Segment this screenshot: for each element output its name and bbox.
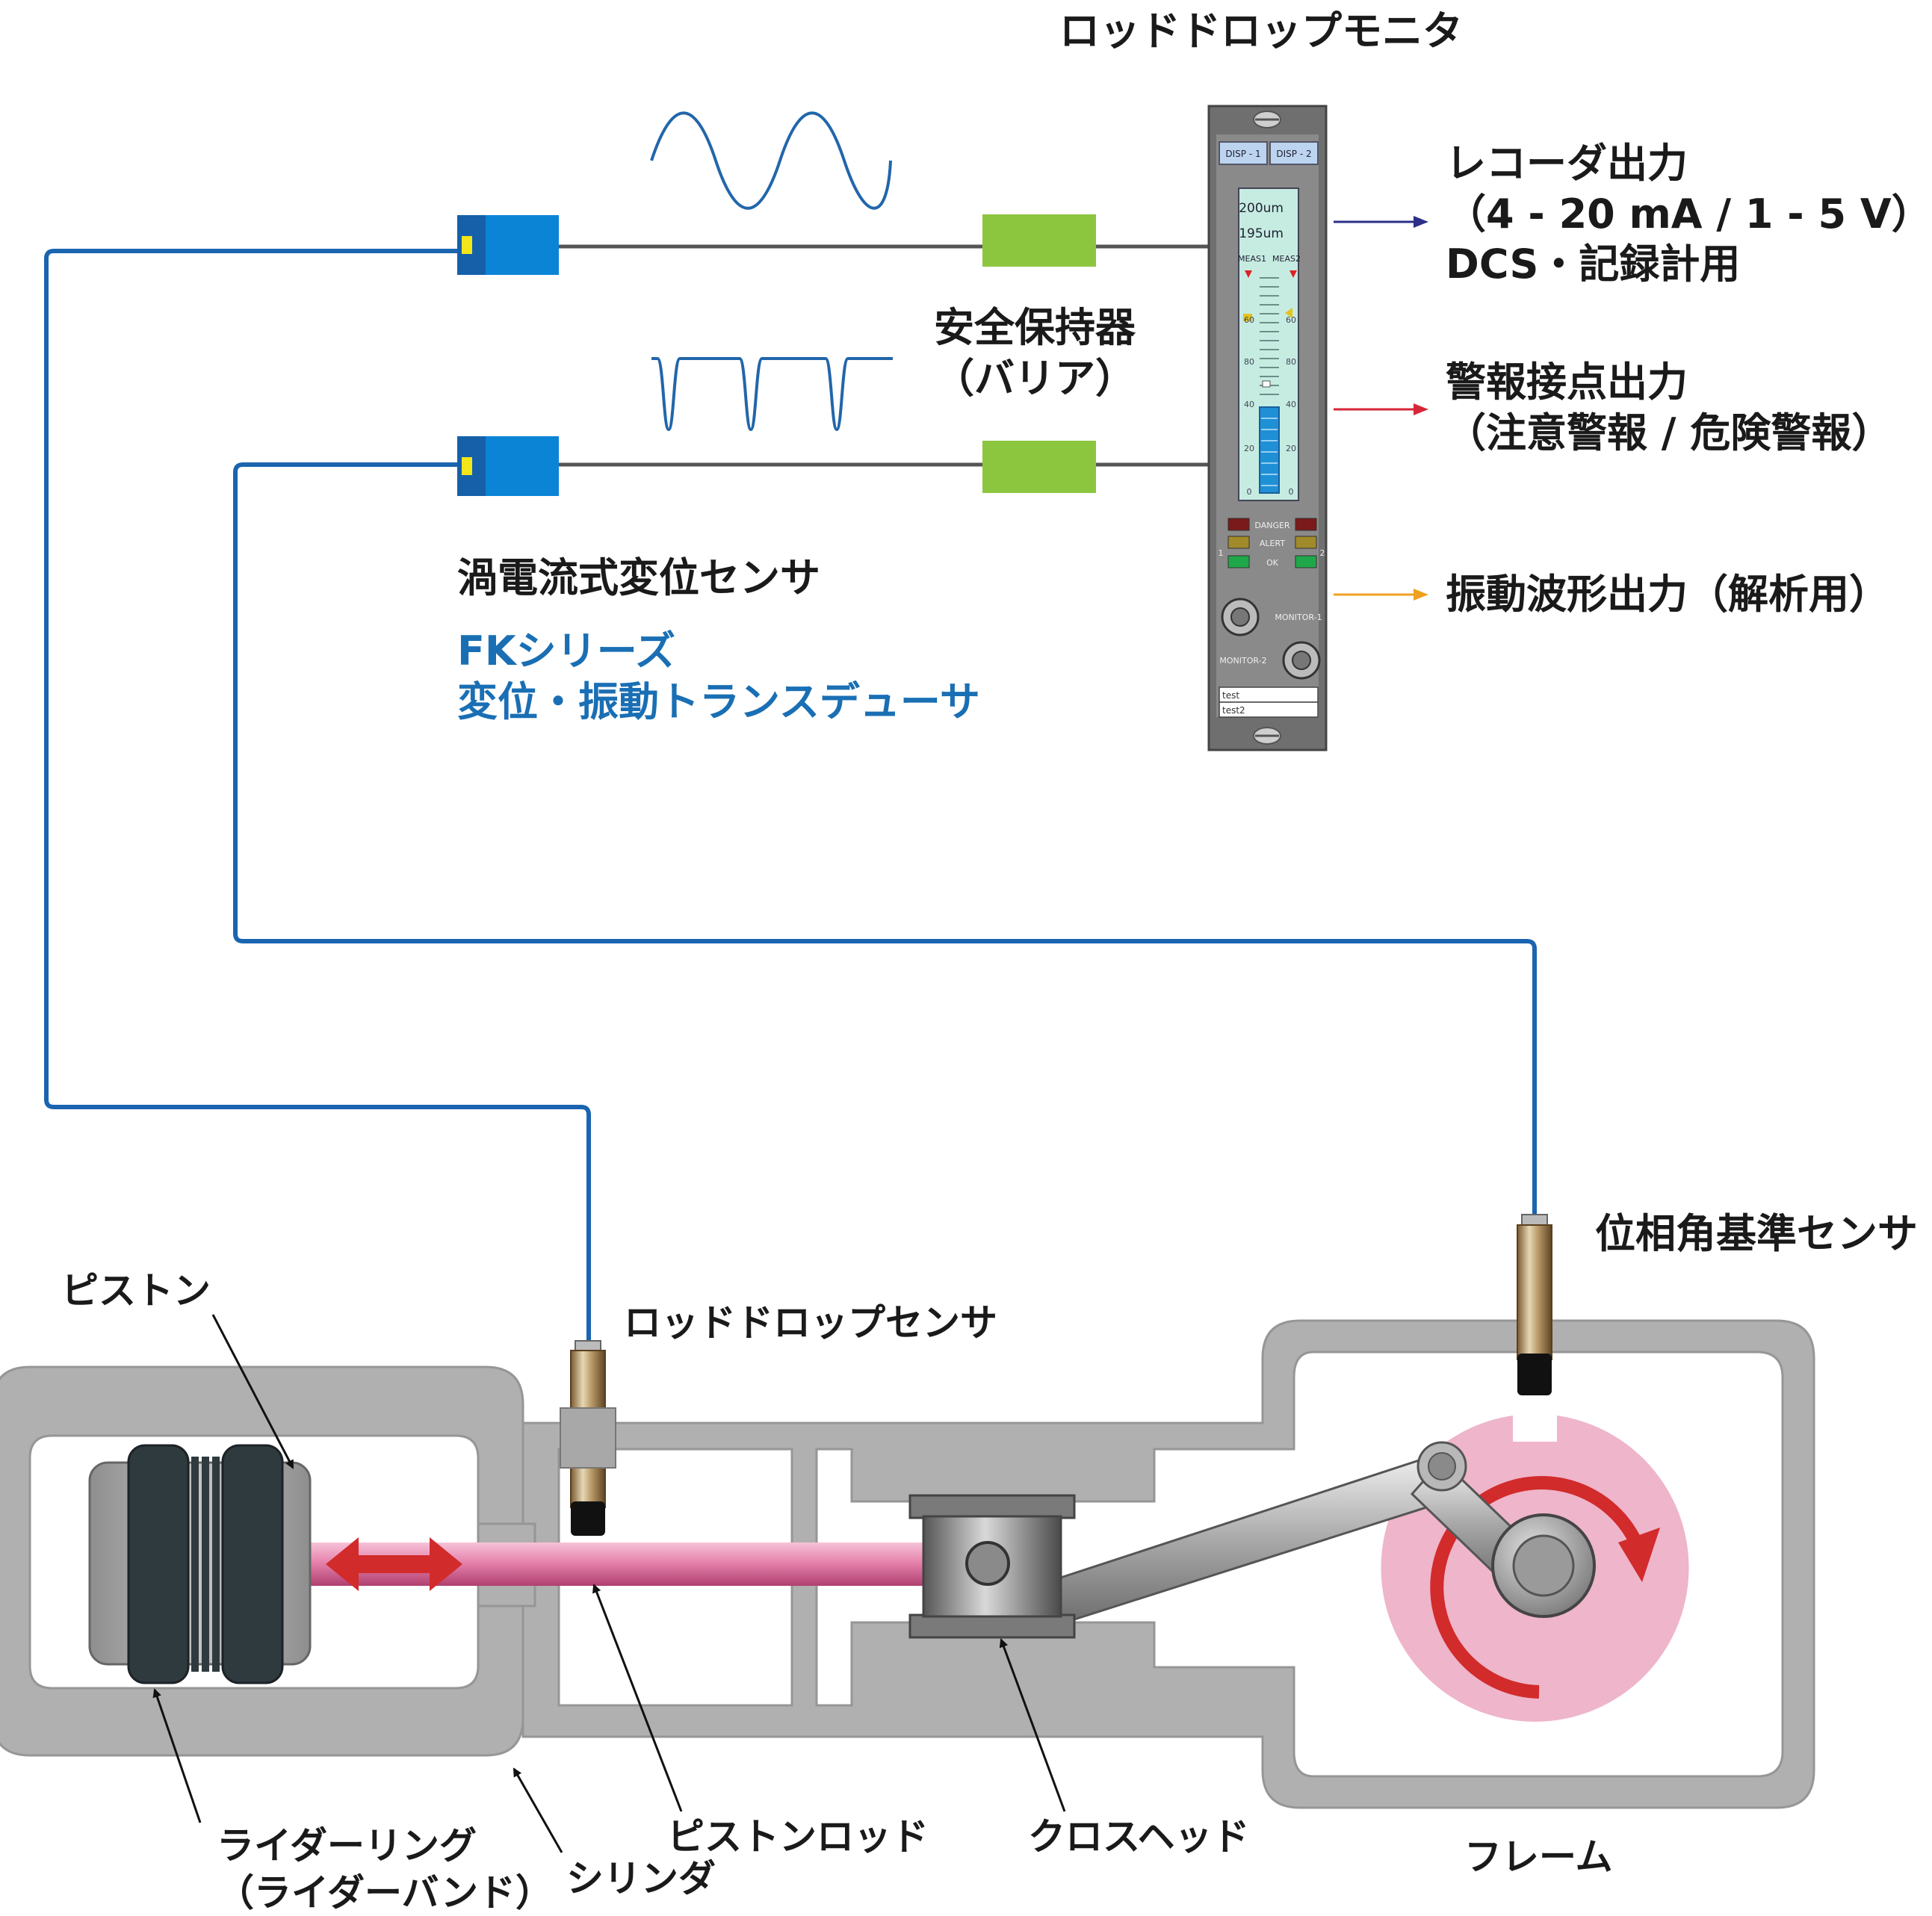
piston (90, 1445, 310, 1683)
note-1-text: test (1222, 690, 1239, 701)
note-2-text: test2 (1222, 705, 1245, 716)
recorder-output-arrow-icon (1334, 216, 1428, 228)
transducer-2 (457, 436, 559, 496)
fk-series-line-1: FKシリーズ (457, 626, 980, 677)
rod-drop-monitor-panel: DISP - 1 DISP - 2 200um 195um MEAS1 MEAS… (1209, 106, 1326, 750)
frame-label: フレーム (1464, 1834, 1613, 1881)
alarm-output-line-1: 警報接点出力 (1446, 357, 1892, 408)
piston-rod-leader-line (594, 1585, 681, 1811)
alarm-output-arrow-icon (1334, 403, 1428, 415)
scale-0-right: 0 (1289, 487, 1294, 497)
barrier-line-2: （バリア） (934, 353, 1136, 404)
scale-0-left: 0 (1247, 487, 1252, 497)
sine-waveform-icon (651, 113, 891, 208)
safety-barrier-1 (982, 214, 1096, 267)
cable-phase-sensor (235, 465, 1535, 1218)
disp-1-tab-label: DISP - 1 (1225, 149, 1260, 159)
scale-80-left: 80 (1244, 357, 1254, 367)
eddy-current-sensor-label: 渦電流式変位センサ (457, 553, 820, 604)
reading-1: 200um (1239, 201, 1284, 216)
pulse-waveform-icon (651, 359, 893, 430)
status-ok-label: OK (1266, 558, 1279, 568)
measurement-bar (1260, 407, 1279, 493)
rider-ring-line-1: ライダーリング (217, 1823, 553, 1870)
fk-series-line-2: 変位・振動トランスデューサ (457, 677, 980, 728)
phase-reference-sensor (1517, 1215, 1552, 1395)
status-alert-label: ALERT (1260, 539, 1285, 548)
fk-series-label: FKシリーズ 変位・振動トランスデューサ (457, 626, 980, 727)
scale-20-left: 20 (1244, 444, 1254, 453)
safety-barrier-2 (982, 441, 1096, 493)
alarm-output-label: 警報接点出力 （注意警報 / 危険警報） (1446, 357, 1892, 458)
crosshead (910, 1495, 1074, 1637)
rider-ring-label: ライダーリング （ライダーバンド） (217, 1823, 553, 1916)
piston-rod-label: ピストンロッド (667, 1814, 929, 1861)
phase-angle-sensor-label: 位相角基準センサ (1595, 1209, 1918, 1259)
scale-40-left: 40 (1244, 400, 1254, 409)
rider-ring-line-2: （ライダーバンド） (217, 1870, 553, 1916)
recorder-output-line-1: レコーダ出力 (1446, 138, 1932, 189)
recorder-output-label: レコーダ出力 （4 - 20 mA / 1 - 5 V） DCS・記録計用 (1446, 138, 1932, 290)
scale-60-right: 60 (1286, 315, 1296, 325)
rod-drop-proximity-sensor (560, 1341, 616, 1536)
recorder-output-line-3: DCS・記録計用 (1446, 239, 1932, 290)
alarm-output-line-2: （注意警報 / 危険警報） (1446, 408, 1892, 459)
barrier-label: 安全保持器 （バリア） (934, 303, 1136, 403)
vibration-output-arrow-icon (1334, 589, 1428, 601)
scale-40-right: 40 (1286, 400, 1296, 409)
monitor-2-label: MONITOR-2 (1219, 656, 1266, 666)
piston-label: ピストン (61, 1268, 211, 1315)
scale-20-right: 20 (1286, 444, 1296, 453)
cylinder-label: シリンダ (566, 1855, 716, 1903)
vibration-output-label: 振動波形出力（解析用） (1446, 569, 1889, 620)
cable-rod-drop-sensor (46, 251, 589, 1345)
scale-80-right: 80 (1286, 357, 1296, 367)
crosshead-label: クロスヘッド (1028, 1814, 1250, 1861)
meas-2-label: MEAS2 (1272, 254, 1301, 264)
barrier-line-1: 安全保持器 (934, 303, 1136, 353)
recorder-output-line-2: （4 - 20 mA / 1 - 5 V） (1446, 189, 1932, 240)
status-danger-label: DANGER (1254, 521, 1290, 530)
rod-drop-sensor-label: ロッドドロップセンサ (624, 1300, 997, 1347)
monitor-1-label: MONITOR-1 (1275, 613, 1322, 622)
reading-2: 195um (1239, 226, 1284, 241)
channel-2-label: 2 (1320, 548, 1325, 558)
monitor-title: ロッドドロップモニタ (1059, 6, 1463, 57)
scale-60-left: 60 (1244, 315, 1254, 325)
channel-1-label: 1 (1219, 548, 1224, 558)
transducer-1 (457, 215, 559, 275)
meas-1-label: MEAS1 (1238, 254, 1266, 264)
disp-2-tab-label: DISP - 2 (1276, 149, 1311, 159)
